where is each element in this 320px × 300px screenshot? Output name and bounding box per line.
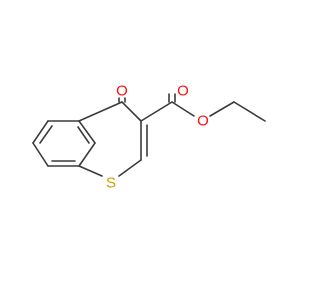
atom-label-layer: O O O S — [106, 83, 209, 192]
bond — [118, 159, 142, 177]
bond — [78, 120, 96, 144]
bond — [233, 101, 266, 122]
bond — [140, 101, 173, 122]
bond — [78, 101, 123, 122]
bond-double-inner — [39, 125, 53, 144]
bond — [78, 142, 96, 167]
bond-layer — [32, 93, 266, 177]
ester-ether-oxygen-label: O — [197, 113, 209, 130]
bond — [209, 101, 235, 117]
structure-canvas: O O O S — [32, 82, 266, 192]
ester-carbonyl-oxygen-label: O — [177, 83, 189, 100]
ring-sulfur-label: S — [106, 175, 116, 192]
molecule-diagram: O O O S — [32, 83, 266, 192]
bond — [32, 142, 49, 167]
bond — [32, 120, 49, 144]
bond — [121, 101, 142, 122]
ketone-oxygen-label: O — [116, 83, 128, 100]
bond-double-inner — [77, 126, 90, 144]
bond — [171, 101, 195, 117]
bond — [78, 165, 103, 177]
